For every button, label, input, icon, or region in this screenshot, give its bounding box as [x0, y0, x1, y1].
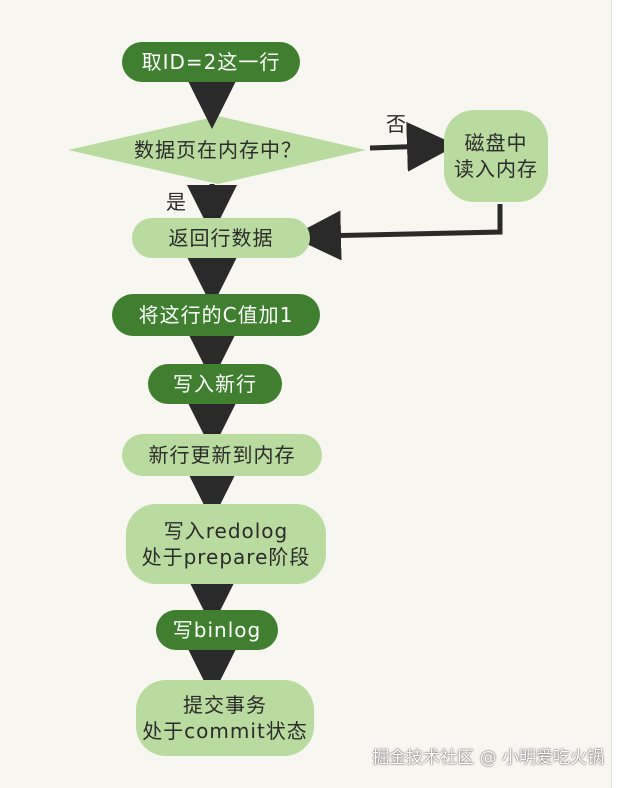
node-update-memory: 新行更新到内存 [122, 434, 322, 476]
disk-line-2: 读入内存 [454, 157, 538, 181]
watermark: 掘金技术社区 @ 小明爱吃火锅 [372, 748, 604, 768]
node-write-binlog: 写binlog [156, 610, 278, 650]
arrow-decision-to-disk [369, 121, 457, 172]
commit-line-1: 提交事务 [183, 693, 267, 717]
node-return-row: 返回行数据 [132, 218, 310, 258]
node-commit: 提交事务 处于commit状态 [136, 680, 314, 756]
node-write-new-row: 写入新行 [148, 364, 282, 404]
commit-line-2: 处于commit状态 [142, 719, 308, 743]
redo-line-2: 处于prepare阶段 [141, 545, 311, 569]
decision-diamond [68, 116, 366, 184]
node-in-memory-question: 数据页在内存中？ [134, 138, 302, 162]
arrow-disk-to-return [291, 204, 503, 261]
node-add-one: 将这行的C值加1 [112, 294, 320, 336]
node-redo-prepare: 写入redolog 处于prepare阶段 [126, 504, 326, 584]
node-fetch-row: 取ID=2这一行 [122, 42, 300, 82]
disk-line-1: 磁盘中 [464, 131, 528, 155]
label-yes: 是 [166, 190, 186, 214]
redo-line-1: 写入redolog [163, 519, 289, 543]
page-edge-strip [611, 0, 622, 788]
label-no: 否 [386, 112, 406, 136]
node-read-from-disk: 磁盘中 读入内存 [444, 110, 548, 202]
